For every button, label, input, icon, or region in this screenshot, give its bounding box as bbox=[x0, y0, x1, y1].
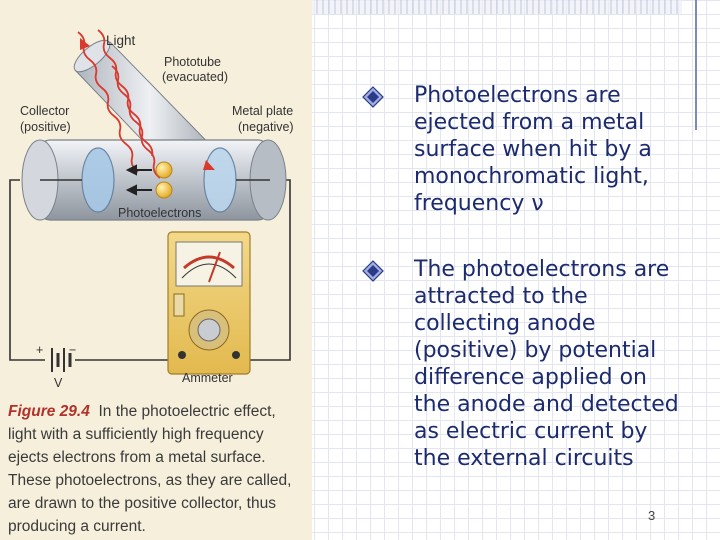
label-collector-sign: (positive) bbox=[20, 120, 71, 134]
metal-plate bbox=[203, 147, 270, 213]
caption-figure-number: Figure 29.4 bbox=[8, 403, 90, 420]
label-evacuated: (evacuated) bbox=[162, 70, 229, 84]
label-light: Light bbox=[106, 33, 136, 48]
label-metal-plate-sign: (negative) bbox=[238, 120, 294, 134]
ammeter bbox=[167, 231, 251, 375]
photoelectron-particles bbox=[155, 161, 173, 199]
caption-text: In the photoelectric effect, light with … bbox=[8, 403, 292, 535]
light-arrowheads bbox=[80, 38, 215, 170]
label-metal-plate: Metal plate bbox=[232, 104, 294, 118]
decorative-line bbox=[695, 0, 697, 130]
phototube-diagram bbox=[9, 29, 291, 375]
label-phototube: Phototube bbox=[164, 55, 221, 69]
bullet-text: The photoelectrons are attracted to the … bbox=[414, 257, 679, 471]
decorative-strip bbox=[262, 0, 682, 14]
bullet-item: Photoelectrons are ejected from a metal … bbox=[362, 82, 688, 217]
light-rays bbox=[77, 29, 161, 179]
diamond-bullet-icon bbox=[362, 260, 384, 282]
page-number: 3 bbox=[648, 508, 656, 523]
figure-caption: Figure 29.4 In the photoelectric effect,… bbox=[8, 400, 304, 538]
label-photoelectrons: Photoelectrons bbox=[118, 206, 202, 220]
photoelectric-figure: Light Phototube (evacuated) Collector (p… bbox=[0, 0, 312, 540]
electron-arrows bbox=[125, 164, 152, 196]
collector-plate bbox=[40, 147, 115, 213]
label-ammeter: Ammeter bbox=[182, 371, 233, 385]
label-collector: Collector bbox=[20, 104, 70, 118]
label-battery-minus: − bbox=[69, 343, 77, 357]
bullet-text: Photoelectrons are ejected from a metal … bbox=[414, 83, 652, 216]
bullet-item: The photoelectrons are attracted to the … bbox=[362, 256, 688, 472]
diamond-bullet-icon bbox=[362, 86, 384, 108]
label-battery-plus: + bbox=[36, 343, 44, 357]
battery-symbol bbox=[51, 348, 72, 372]
label-battery-voltage: V bbox=[54, 376, 63, 390]
